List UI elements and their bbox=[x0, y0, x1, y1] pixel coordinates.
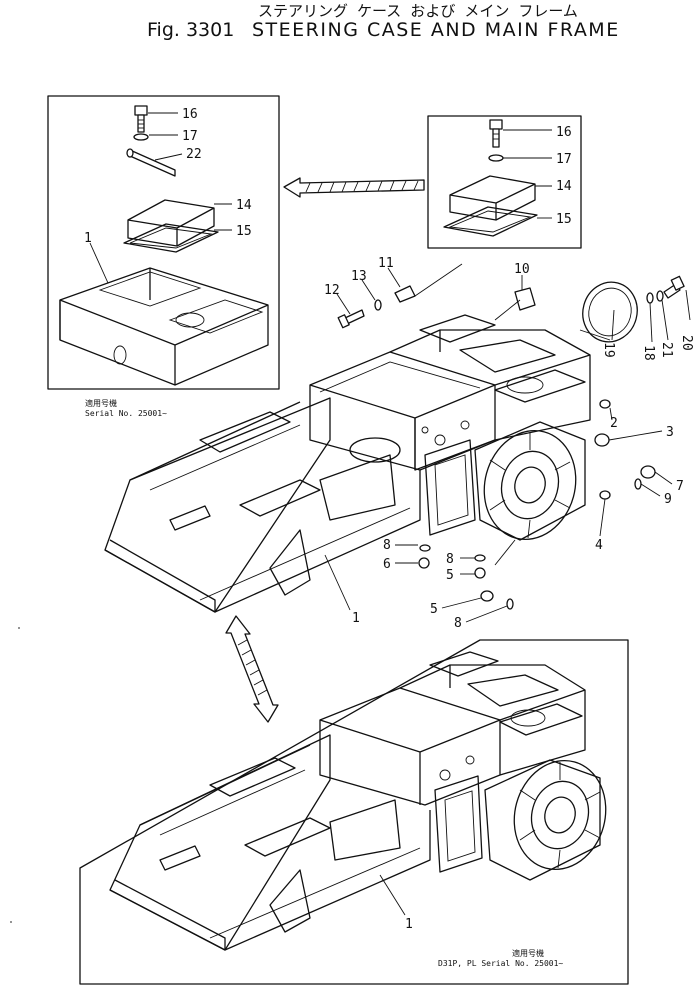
callout-21: 21 bbox=[659, 342, 674, 358]
washer-21 bbox=[656, 290, 664, 302]
callout-3: 3 bbox=[666, 425, 674, 440]
plug-7 bbox=[640, 465, 656, 479]
cover-14-left bbox=[127, 199, 215, 247]
callout-1-lower: 1 bbox=[405, 917, 413, 932]
cover-19 bbox=[582, 281, 638, 343]
callout-1-left: 1 bbox=[84, 231, 92, 246]
callout-8-c: 8 bbox=[454, 616, 462, 631]
bolt-20 bbox=[663, 275, 685, 299]
bolt-16-right bbox=[489, 119, 503, 148]
o-ring-9 bbox=[634, 478, 642, 490]
callout-4: 4 bbox=[595, 538, 603, 553]
washer-13 bbox=[374, 299, 382, 311]
main-frame-assembly: 11 13 12 10 20 21 18 19 2 3 7 9 4 8 6 8 … bbox=[104, 256, 694, 631]
bracket-10 bbox=[514, 287, 536, 311]
lower-frame-assembly: 1 bbox=[79, 639, 629, 985]
hatched-arrow-icon bbox=[283, 177, 425, 198]
callout-14-right: 14 bbox=[556, 179, 572, 194]
right-inset-frame bbox=[427, 115, 582, 249]
callout-16-right: 16 bbox=[556, 125, 572, 140]
part-11 bbox=[394, 285, 416, 303]
callout-20: 20 bbox=[679, 335, 694, 351]
callout-6: 6 bbox=[383, 557, 391, 572]
callout-17-left: 17 bbox=[182, 129, 198, 144]
callout-2: 2 bbox=[610, 416, 618, 431]
callout-5-b: 5 bbox=[430, 602, 438, 617]
japanese-title: ステアリング ケース および メイン フレーム bbox=[258, 2, 578, 20]
gasket-15-right bbox=[443, 206, 538, 237]
o-ring-8b bbox=[474, 554, 486, 562]
callout-19: 19 bbox=[601, 342, 616, 358]
o-ring-8c bbox=[506, 598, 514, 610]
serial-number-left: Serial No. 25001~ bbox=[85, 409, 167, 418]
o-ring-8a bbox=[419, 544, 431, 552]
callout-10: 10 bbox=[514, 262, 530, 277]
cover-14-right bbox=[449, 175, 536, 221]
callout-5-a: 5 bbox=[446, 568, 454, 583]
callout-22: 22 bbox=[186, 147, 202, 162]
lower-assembly-border bbox=[79, 639, 629, 985]
callout-13: 13 bbox=[351, 269, 367, 284]
washer-17-left bbox=[133, 133, 149, 141]
bolt-16-left bbox=[134, 105, 148, 133]
callout-1-main: 1 bbox=[352, 611, 360, 626]
plug-3 bbox=[594, 433, 610, 447]
callout-18: 18 bbox=[641, 345, 656, 361]
plug-5a bbox=[474, 567, 486, 579]
plug-6 bbox=[418, 557, 430, 569]
callout-14-left: 14 bbox=[236, 198, 252, 213]
callout-11: 11 bbox=[378, 256, 394, 271]
gasket-15-left bbox=[123, 223, 219, 253]
callout-17-right: 17 bbox=[556, 152, 572, 167]
right-inset: 16 17 14 15 bbox=[427, 115, 582, 249]
callout-12: 12 bbox=[324, 283, 340, 298]
washer-17-right bbox=[488, 154, 504, 162]
callout-8-b: 8 bbox=[446, 552, 454, 567]
callout-9: 9 bbox=[664, 492, 672, 507]
serial-label-jp-left: 適用号機 bbox=[85, 398, 117, 408]
pin-22 bbox=[129, 149, 176, 177]
callout-7: 7 bbox=[676, 479, 684, 494]
bolt-12 bbox=[337, 309, 365, 329]
figure-title: STEERING CASE AND MAIN FRAME bbox=[252, 19, 620, 41]
callout-16-left: 16 bbox=[182, 107, 198, 122]
plug-4 bbox=[599, 490, 611, 500]
hatched-double-arrow-icon bbox=[225, 615, 279, 723]
plug-2 bbox=[599, 399, 611, 409]
left-inset-frame bbox=[47, 95, 280, 390]
figure-number: Fig. 3301 bbox=[147, 19, 234, 41]
serial-number-lower: D31P, PL Serial No. 25001~ bbox=[438, 959, 563, 968]
o-ring-18 bbox=[646, 292, 654, 304]
left-inset: 16 17 22 14 15 1 bbox=[47, 95, 280, 390]
callout-15-right: 15 bbox=[556, 212, 572, 227]
callout-15-left: 15 bbox=[236, 224, 252, 239]
callout-8-a: 8 bbox=[383, 538, 391, 553]
plug-5b bbox=[480, 590, 494, 602]
frame-fragment-left bbox=[59, 267, 269, 386]
serial-label-jp-lower: 適用号機 bbox=[512, 948, 544, 958]
